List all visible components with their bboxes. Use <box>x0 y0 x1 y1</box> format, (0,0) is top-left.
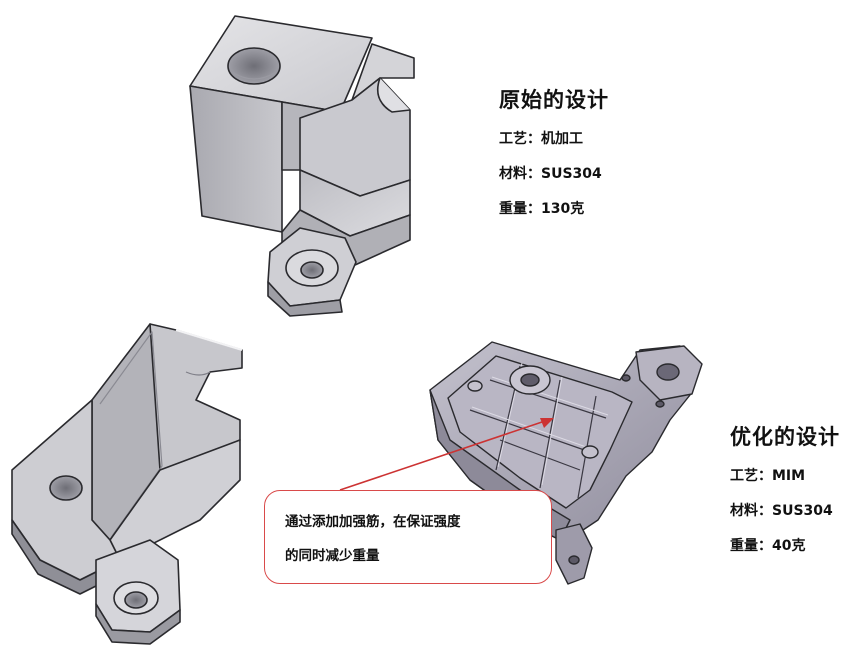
callout-arrow <box>339 418 554 491</box>
callout-line-2: 的同时减少重量 <box>285 548 380 564</box>
original-part-alt-view-image <box>11 323 243 645</box>
optimized-material-text: 材料：SUS304 <box>730 503 833 519</box>
optimized-process-text: 工艺：MIM <box>730 468 806 484</box>
callout-box: 通过添加加强筋，在保证强度 的同时减少重量 <box>264 490 552 584</box>
original-design-title: 原始的设计 <box>499 87 609 112</box>
optimized-weight-text: 重量：40克 <box>730 538 806 554</box>
optimized-design-title: 优化的设计 <box>730 424 840 449</box>
original-weight-text: 重量：130克 <box>499 201 585 217</box>
original-part-image <box>189 15 415 317</box>
optimized-design-specs: 优化的设计 工艺：MIM 材料：SUS304 重量：40克 <box>730 421 840 570</box>
original-material-text: 材料：SUS304 <box>499 166 602 182</box>
callout-line-1: 通过添加加强筋，在保证强度 <box>285 514 461 530</box>
original-design-specs: 原始的设计 工艺：机加工 材料：SUS304 重量：130克 <box>499 84 609 233</box>
original-process-text: 工艺：机加工 <box>499 131 583 147</box>
